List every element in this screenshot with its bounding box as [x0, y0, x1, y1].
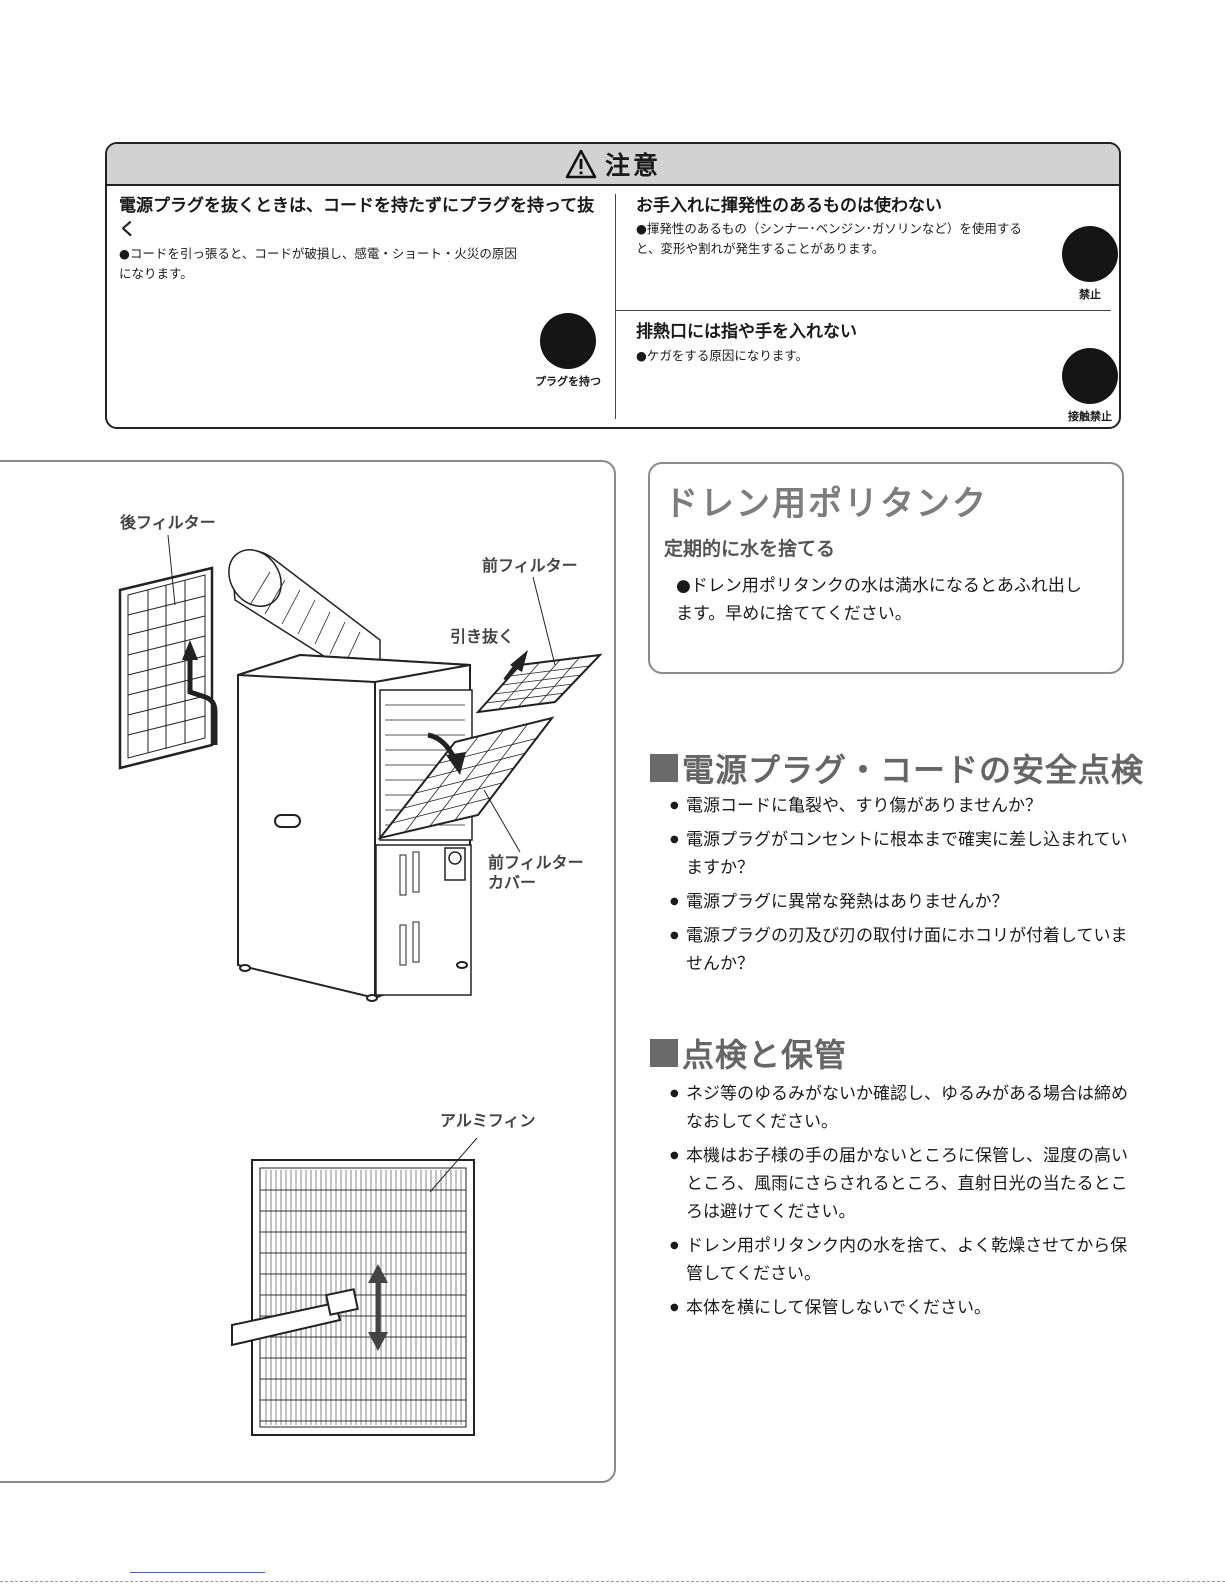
aluminum-fin-drawing: [251, 1159, 475, 1436]
rear-filter-drawing: [118, 566, 214, 770]
drain-tank-subtitle: 定期的に水を捨てる: [664, 538, 836, 560]
caution-left-text: ●コードを引っ張ると、コードが破損し、感電・ショート・火災の原因になります。: [119, 246, 517, 281]
list-item: 本体を横にして保管しないでください。: [670, 1294, 1130, 1322]
pull-out-label: 引き抜く: [450, 627, 515, 646]
caution-right-top-text: ●揮発性のあるもの（シンナー･ベンジン･ガソリンなど）を使用すると、変形や割れが…: [636, 221, 1022, 256]
front-filter-drawing: [475, 653, 603, 714]
list-item: 電源プラグがコンセントに根本まで確実に差し込まれていますか？: [670, 826, 1130, 882]
front-filter-cover-drawing: [377, 716, 555, 840]
square-bullet-icon: [650, 1039, 678, 1067]
list-item: ドレン用ポリタンク内の水を捨て、よく乾燥させてから保管してください。: [670, 1232, 1130, 1288]
row-divider: [616, 310, 1111, 311]
brush-drawing: [231, 1288, 359, 1347]
cooler-unit-drawing: [237, 653, 473, 1002]
caution-right-top-heading: お手入れに揮発性のあるものは使わない: [636, 196, 942, 216]
list-item: ネジ等のゆるみがないか確認し、ゆるみがある場合は締めなおしてください。: [670, 1080, 1130, 1136]
list-item: 電源コードに亀裂や、すり傷がありませんか？: [670, 792, 1130, 820]
inspection-title: 点検と保管: [650, 1030, 847, 1076]
illustration-panel: [0, 460, 616, 1483]
caution-title: 注意: [604, 151, 661, 180]
drain-tank-title: ドレン用ポリタンク: [664, 484, 988, 524]
filter-illustration: [118, 534, 603, 1436]
no-contact-badge-label: 接触禁止: [1068, 410, 1112, 423]
power-check-title: 電源プラグ・コードの安全点検: [650, 745, 1144, 791]
caution-right-column: お手入れに揮発性のあるものは使わない ●揮発性のあるもの（シンナー･ベンジン･ガ…: [616, 186, 1119, 427]
column-divider: [615, 194, 616, 419]
list-item: 電源プラグに異常な発熱はありませんか？: [670, 888, 1130, 916]
footer-underline: [130, 1572, 265, 1573]
inspection-title-text: 点検と保管: [682, 1036, 848, 1074]
hold-plug-badge-icon: [540, 313, 596, 369]
no-contact-badge-icon: [1062, 348, 1118, 404]
caution-left-heading: 電源プラグを抜くときは、コードを持たずにプラグを持って抜く: [119, 196, 595, 240]
power-check-title-text: 電源プラグ・コードの安全点検: [682, 751, 1145, 789]
caution-header: 注意: [107, 144, 1119, 186]
front-filter-label: 前フィルター: [482, 556, 578, 575]
rear-filter-label: 後フィルター: [120, 513, 216, 532]
prohibited-badge-icon: [1062, 226, 1118, 282]
duct-hose-drawing: [228, 549, 381, 691]
prohibited-badge-label: 禁止: [1079, 288, 1101, 301]
drain-tank-box: ドレン用ポリタンク 定期的に水を捨てる ●ドレン用ポリタンクの水は満水になるとあ…: [648, 462, 1124, 674]
front-filter-cover-label-1: 前フィルター: [488, 853, 584, 872]
hold-plug-badge-label: プラグを持つ: [535, 375, 601, 388]
caution-right-bottom-heading: 排熱口には指や手を入れない: [636, 322, 857, 342]
footer-dashed-line: [0, 1581, 1225, 1582]
list-item: 本機はお子様の手の届かないところに保管し、湿度の高いところ、風雨にさらされるとこ…: [670, 1142, 1130, 1226]
warning-icon: [565, 149, 597, 179]
caution-left-column: 電源プラグを抜くときは、コードを持たずにプラグを持って抜く ●コードを引っ張ると…: [107, 186, 615, 427]
power-check-list: 電源コードに亀裂や、すり傷がありませんか？ 電源プラグがコンセントに根本まで確実…: [670, 792, 1130, 984]
list-item: 電源プラグの刃及び刃の取付け面にホコリが付着していませんか？: [670, 922, 1130, 978]
caution-box: 注意 電源プラグを抜くときは、コードを持たずにプラグを持って抜く ●コードを引っ…: [105, 142, 1121, 429]
square-bullet-icon: [650, 754, 678, 782]
front-filter-cover-label-2: カバー: [488, 873, 537, 892]
caution-right-bottom-text: ●ケガをする原因になります。: [636, 348, 809, 363]
aluminum-fin-label: アルミフィン: [440, 1111, 536, 1130]
inspection-list: ネジ等のゆるみがないか確認し、ゆるみがある場合は締めなおしてください。 本機はお…: [670, 1080, 1130, 1328]
drain-tank-text: ●ドレン用ポリタンクの水は満水になるとあふれ出します。早めに捨ててください。: [676, 576, 1082, 624]
